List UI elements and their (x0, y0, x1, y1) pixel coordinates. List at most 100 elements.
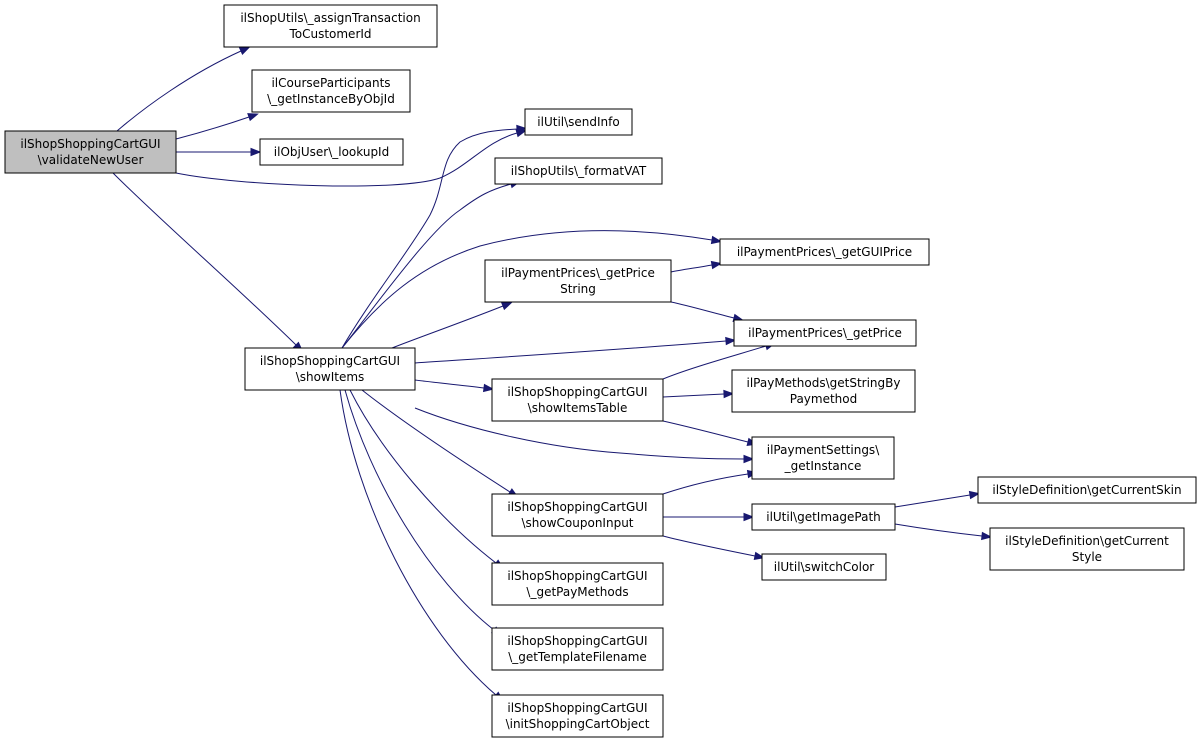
node-label: ilUtil\sendInfo (537, 115, 619, 129)
arrowhead (250, 147, 262, 157)
node-box (223, 4, 438, 48)
edge-n14-n13 (662, 469, 759, 495)
edge-n14-n15 (663, 512, 755, 522)
graph-node-n18[interactable]: ilUtil\switchColor (761, 553, 887, 581)
node-label: ilShopUtils\_formatVAT (511, 164, 647, 178)
edge-line (344, 389, 495, 631)
graph-node-n21[interactable]: ilShopShoppingCartGUI\initShoppingCartOb… (491, 694, 664, 738)
edge-line (361, 389, 511, 493)
edge-line (894, 523, 983, 537)
node-label: \showCouponInput (521, 516, 633, 530)
node-box (491, 378, 664, 422)
node-label: Style (1072, 550, 1102, 564)
edge-n10-n13 (414, 407, 755, 464)
node-box (751, 436, 895, 480)
arrowhead (710, 235, 723, 245)
edge-n10-n11 (414, 379, 495, 393)
edge-line (414, 407, 745, 460)
node-box (731, 369, 916, 413)
node-label: ilStyleDefinition\getCurrent (1005, 534, 1169, 548)
edge-line (670, 264, 713, 273)
graph-node-n10[interactable]: ilShopShoppingCartGUI\showItems (244, 347, 416, 391)
node-label: ilPayMethods\getStringBy (747, 376, 901, 390)
edge-n1-n10 (112, 172, 304, 353)
arrowhead (968, 490, 981, 500)
arrowhead (981, 531, 993, 541)
edge-n10-n19 (349, 389, 505, 570)
graph-node-n20[interactable]: ilShopShoppingCartGUI \_getTemplateFilena… (491, 627, 664, 671)
arrowhead (516, 124, 528, 134)
node-label: ToCustomerId (288, 27, 371, 41)
node-label: \showItemsTable (528, 401, 628, 415)
node-box (491, 562, 664, 606)
node-label: \showItems (296, 370, 365, 384)
graph-node-n6[interactable]: ilShopUtils\_formatVAT (494, 157, 663, 185)
edge-n10-n9 (414, 336, 737, 364)
edge-line (670, 301, 735, 319)
graph-node-n9[interactable]: ilPaymentPrices\_getPrice (733, 319, 917, 347)
edge-n10-n8 (391, 302, 513, 349)
node-box (494, 157, 663, 185)
graph-node-n15[interactable]: ilUtil\getImagePath (751, 503, 896, 531)
node-box (977, 476, 1197, 504)
node-box (259, 138, 404, 166)
edge-line (662, 345, 767, 380)
edge-n11-n13 (662, 420, 759, 446)
edge-line (341, 128, 518, 349)
arrowhead (753, 551, 766, 561)
node-label: Paymethod (790, 392, 858, 406)
edge-line (662, 393, 725, 398)
graph-node-n16[interactable]: ilStyleDefinition\getCurrentSkin (977, 476, 1197, 504)
graph-node-n4[interactable]: ilObjUser\_lookupId (259, 138, 404, 166)
edge-line (341, 183, 512, 349)
graph-node-n19[interactable]: ilShopShoppingCartGUI\_getPayMethods (491, 562, 664, 606)
edge-line (662, 473, 749, 495)
edge-line (894, 494, 971, 508)
node-box (251, 69, 411, 113)
node-label: \_getPayMethods (526, 585, 628, 599)
edge-n10-n7 (341, 230, 723, 349)
edge-n10-n21 (339, 389, 504, 702)
edge-line (112, 172, 297, 346)
edge-n1-n2 (116, 46, 251, 132)
node-label: ilShopShoppingCartGUI (507, 385, 647, 399)
edge-line (175, 116, 250, 140)
edge-line (414, 379, 485, 389)
edge-n15-n16 (894, 490, 981, 508)
edge-line (341, 230, 713, 349)
node-label: ilUtil\switchColor (774, 560, 875, 574)
node-box (524, 108, 633, 136)
edge-n14-n18 (662, 535, 766, 561)
edge-n15-n17 (894, 523, 993, 541)
graph-node-n14[interactable]: ilShopShoppingCartGUI \showCouponInput (491, 493, 664, 537)
arrowhead (723, 389, 735, 399)
graph-node-n11[interactable]: ilShopShoppingCartGUI \showItemsTable (491, 378, 664, 422)
node-label: \_getTemplateFilename (508, 650, 647, 664)
node-label: ilShopShoppingCartGUI (20, 137, 160, 151)
node-label: ilObjUser\_lookupId (274, 145, 389, 159)
node-box (491, 694, 664, 738)
arrowhead (238, 46, 251, 56)
node-box (484, 259, 672, 303)
graph-node-n5[interactable]: ilUtil\sendInfo (524, 108, 633, 136)
edge-n8-n7 (670, 260, 723, 273)
edge-line (662, 420, 749, 443)
node-box (761, 553, 887, 581)
graph-node-n13[interactable]: ilPaymentSettings\_getInstance (751, 436, 895, 480)
graph-node-n1[interactable]: ilShopShoppingCartGUI\validateNewUser (4, 130, 177, 174)
node-label: ilShopShoppingCartGUI (507, 634, 647, 648)
graph-node-n2[interactable]: ilShopUtils\_assignTransactionToCustomer… (223, 4, 438, 48)
arrowhead (743, 512, 755, 522)
node-box (733, 319, 917, 347)
node-label: \_getInstanceByObjId (267, 92, 395, 106)
arrowhead (743, 454, 755, 464)
graph-node-n7[interactable]: ilPaymentPrices\_getGUIPrice (719, 238, 930, 266)
node-label: ilShopShoppingCartGUI (507, 500, 647, 514)
graph-node-n3[interactable]: ilCourseParticipants\_getInstanceByObjId (251, 69, 411, 113)
node-label: ilPaymentPrices\_getPrice (748, 326, 902, 340)
